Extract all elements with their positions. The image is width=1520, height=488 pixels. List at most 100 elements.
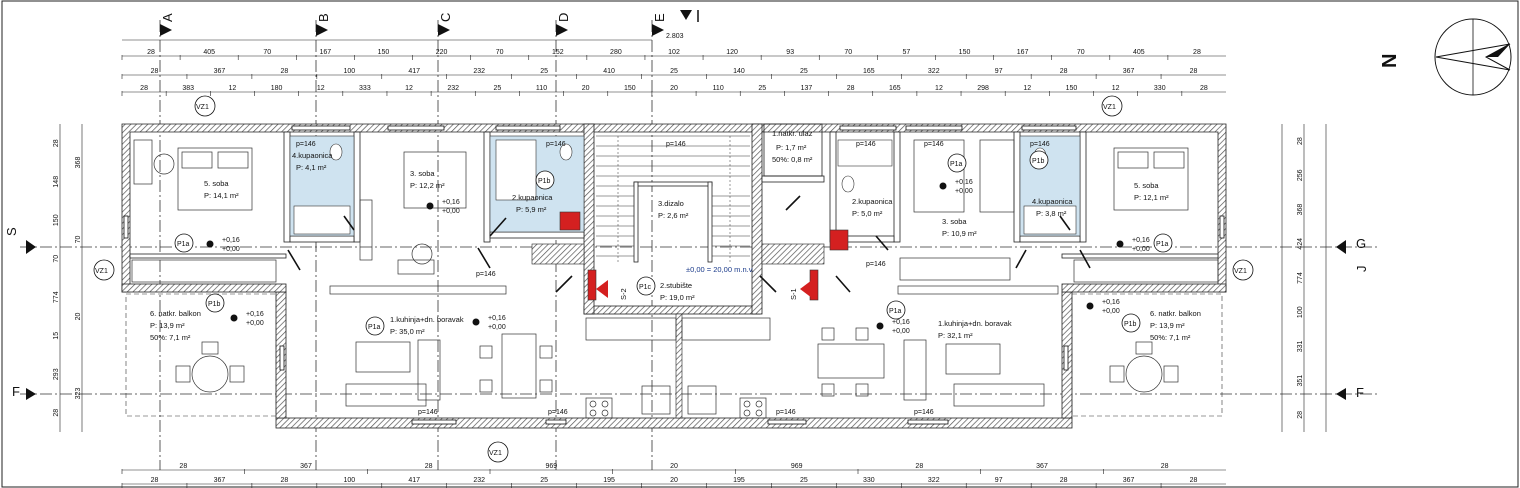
dimension-label-bottom: 25	[800, 477, 808, 484]
level-marks: +0,16 +0,00 +0,16 +0,00 +0,16 +0,00 +0,1…	[206, 179, 1150, 335]
dimension-label-bottom: 417	[408, 477, 420, 484]
svg-text:+0,00: +0,00	[246, 320, 264, 327]
dimension-label-top: 20	[582, 85, 590, 92]
dimension-label-bottom: 20	[670, 463, 678, 470]
dimension-label-bottom: 195	[603, 477, 615, 484]
section-s1-label: S-1	[789, 288, 798, 300]
dimension-label-top: 417	[408, 68, 420, 75]
window-tag: p=146	[418, 409, 438, 416]
dimension-label-left: 293	[53, 368, 60, 380]
dimension-label-top: 12	[405, 85, 413, 92]
dimension-label-bottom: 28	[151, 477, 159, 484]
dimension-label-right: 28	[1297, 411, 1304, 419]
room-name: 3. soba	[942, 217, 967, 226]
dimension-label-top: 150	[959, 49, 971, 56]
dimension-label-left: 70	[53, 255, 60, 263]
vz1-label: VZ1	[196, 104, 209, 111]
dimension-label-bottom: 20	[670, 477, 678, 484]
axis-label-a: A	[160, 13, 175, 22]
dimension-label-top: 330	[1154, 85, 1166, 92]
dimension-label-bottom: 28	[425, 463, 433, 470]
dimension-label-top: 97	[995, 68, 1003, 75]
dimension-label-bottom: 232	[473, 477, 485, 484]
vz1-label: VZ1	[95, 268, 108, 275]
dimension-label-left: 150	[53, 214, 60, 226]
dimension-label-top: 152	[552, 49, 564, 56]
dimension-label-left-inner: 323	[75, 388, 82, 400]
dimension-label-bottom: 367	[1036, 463, 1048, 470]
axis-label-g: G	[1356, 236, 1366, 251]
dimension-label-top: 165	[889, 85, 901, 92]
svg-text:+0,16: +0,16	[442, 199, 460, 206]
dimension-label-top: 383	[182, 85, 194, 92]
dimension-label-left-inner: 368	[75, 157, 82, 169]
dimension-label-top: 12	[1112, 85, 1120, 92]
level-mark: +0,16 +0,00	[939, 179, 973, 195]
dimension-label-top: 280	[610, 49, 622, 56]
room-name: 6. natkr. balkon	[1150, 309, 1201, 318]
dimension-label-bottom: 28	[1190, 477, 1198, 484]
window-tag: p=146	[856, 141, 876, 148]
svg-text:+0,16: +0,16	[222, 237, 240, 244]
room-half: 50%: 7,1 m²	[1150, 333, 1191, 342]
floor-code: P1b	[208, 301, 221, 308]
floor-code: P1a	[889, 308, 902, 315]
dimension-label-left-inner: 20	[75, 313, 82, 321]
dimension-label-bottom: 330	[863, 477, 875, 484]
svg-text:+0,16: +0,16	[955, 179, 973, 186]
dimension-label-bottom: 367	[300, 463, 312, 470]
dimension-label-top: 12	[1023, 85, 1031, 92]
dimension-label-top: 70	[263, 49, 271, 56]
dimension-label-bottom: 969	[545, 463, 557, 470]
svg-text:+0,16: +0,16	[488, 315, 506, 322]
dimension-label-bottom: 28	[280, 477, 288, 484]
axis-label-b: B	[316, 13, 331, 22]
svg-text:+0,16: +0,16	[1132, 237, 1150, 244]
dimension-label-top: 28	[280, 68, 288, 75]
svg-text:+0,16: +0,16	[1102, 299, 1120, 306]
room-name: 1.kuhinja+dn. boravak	[938, 319, 1012, 328]
floor-code: P1b	[538, 178, 551, 185]
dimension-label-left: 28	[53, 409, 60, 417]
balcony-outlines	[125, 293, 1223, 417]
dimension-label-top: 120	[726, 49, 738, 56]
vz1-tag	[93, 259, 115, 281]
axis-label-f-left: F	[12, 384, 20, 399]
floor-code: P1b	[1032, 158, 1045, 165]
room-area: P: 4,1 m²	[296, 163, 327, 172]
section-s2-label: S-2	[619, 288, 628, 300]
dimension-label-top: 28	[1193, 49, 1201, 56]
dimension-label-top: 12	[229, 85, 237, 92]
window-tag: p=146	[548, 409, 568, 416]
north-arrow: N	[1379, 18, 1512, 96]
axis-label-c: C	[438, 13, 453, 22]
dimension-label-top: 150	[378, 49, 390, 56]
dimension-label-top: 220	[436, 49, 448, 56]
dimension-label-top: 167	[320, 49, 332, 56]
room-name: 3.dizalo	[658, 199, 684, 208]
room-area: P: 5,9 m²	[516, 205, 547, 214]
window-tag: p=146	[866, 261, 886, 268]
vz1-tag	[194, 95, 216, 117]
dimension-label-top: 20	[670, 85, 678, 92]
dimension-label-top: 70	[844, 49, 852, 56]
bathroom-fills	[289, 135, 1081, 301]
window-tag: p=146	[776, 409, 796, 416]
room-area: P: 35,0 m²	[390, 327, 425, 336]
vz1-label: VZ1	[489, 450, 502, 457]
dimension-label-bottom: 28	[1161, 463, 1169, 470]
window-tag: p=146	[924, 141, 944, 148]
axis-labels-top: A B C D E	[160, 10, 699, 36]
vz1-label: VZ1	[1234, 268, 1247, 275]
dimension-label-top: 70	[1077, 49, 1085, 56]
window-tag: p=146	[914, 409, 934, 416]
room-labels: 5. soba P: 14,1 m² 4.kupaonica P: 4,1 m²…	[150, 129, 1201, 342]
partition-walls	[129, 123, 1219, 263]
dimension-label-bottom: 195	[733, 477, 745, 484]
dimension-label-top: 25	[540, 68, 548, 75]
side-dimension-labels: 2814815070774152932836870203232825636842…	[53, 137, 1304, 419]
dimension-label-top: 165	[863, 68, 875, 75]
room-name: 5. soba	[1134, 181, 1159, 190]
dimension-label-bottom: 969	[791, 463, 803, 470]
